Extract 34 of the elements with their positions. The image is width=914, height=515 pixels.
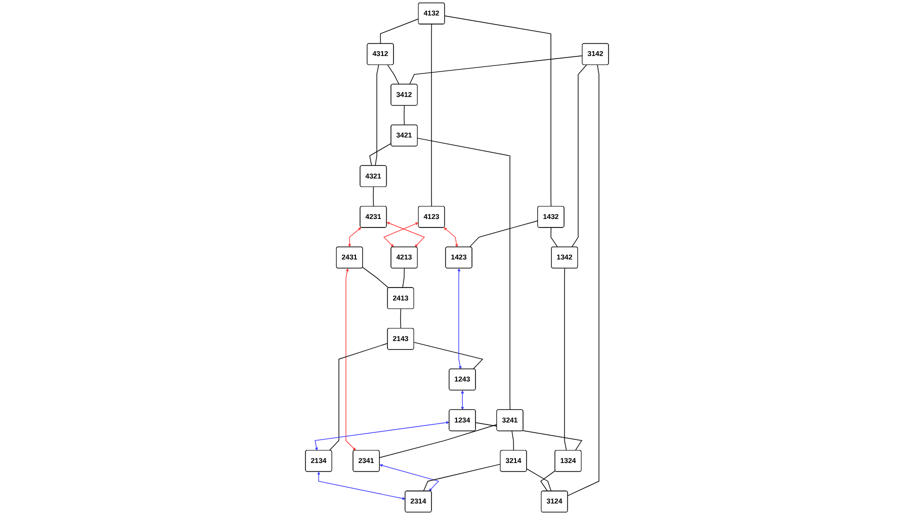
connector [431,24,432,207]
connector [362,266,389,288]
arrow [346,268,356,451]
connector [564,268,567,451]
arrow [380,464,440,492]
connector [444,16,552,207]
arrow [386,222,425,248]
arrow [457,268,462,370]
connector [404,105,405,126]
connector [423,464,501,492]
connector [550,227,558,248]
arrow [348,227,362,248]
connector [409,55,583,85]
connector [369,143,392,166]
connector [329,343,388,451]
connector [387,64,400,85]
connector [469,220,538,248]
connector [414,342,484,370]
arrow [317,472,406,500]
connector [417,138,510,410]
connector [526,468,552,492]
connector [380,18,419,44]
connector [374,64,380,166]
arrow [314,421,450,451]
connector [372,186,374,207]
connector [567,64,600,496]
connector [571,64,587,248]
arrow [383,222,418,248]
arrow [444,227,458,248]
arrow [460,390,464,410]
connector [512,430,514,451]
connector [400,308,402,329]
connector [402,268,405,288]
connector [379,424,498,458]
